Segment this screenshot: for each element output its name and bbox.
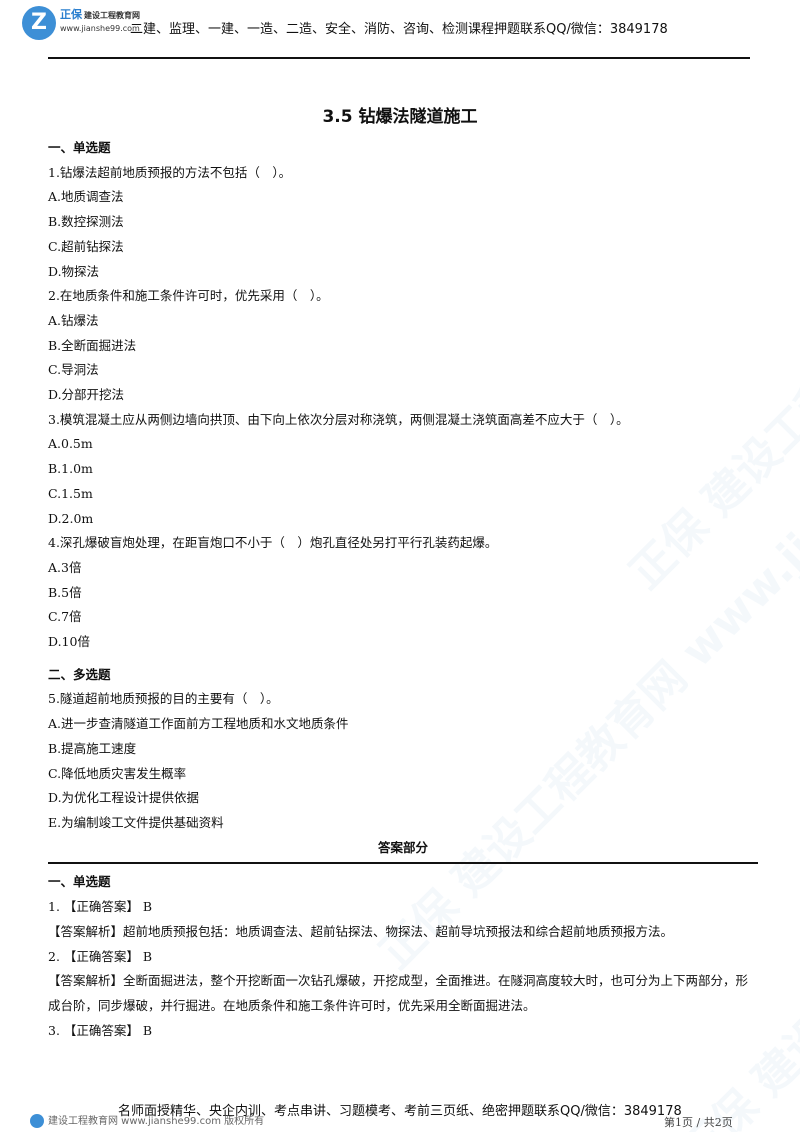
question-line: A.地质调查法 [48,189,124,205]
answers-title: 答案部分 [377,839,428,855]
question-line: C.超前钻探法 [48,238,124,254]
question-line: C.导洞法 [48,362,99,378]
question-line: B.全断面掘进法 [48,337,137,353]
question-line: B.5倍 [48,584,82,600]
question-line: B.提高施工速度 [48,740,137,756]
question-line: B.1.0m [48,461,93,477]
page-header: Z 正保建设工程教育网 www.jianshe99.com 二建、监理、一建、一… [22,4,722,48]
page-number: 第1页 / 共2页 [664,1116,733,1129]
question-line: 4.深孔爆破盲炮处理，在距盲炮口不小于（ ）炮孔直径处另打平行孔装药起爆。 [48,535,498,551]
section-heading: 一、单选题 [48,140,111,155]
question-line: A.3倍 [48,559,82,575]
answer-line: 2. 【正确答案】 B [48,948,153,964]
question-line: A.0.5m [48,436,93,452]
section-heading: 一、单选题 [48,874,111,890]
page-title: 3.5 钻爆法隧道施工 [322,107,478,127]
answers-divider [48,862,758,865]
logo-icon: Z [22,6,56,40]
question-line: 2.在地质条件和施工条件许可时，优先采用（ ）。 [48,288,329,304]
answer-line: 1. 【正确答案】 B [48,899,153,915]
answer-line: 【答案解析】全断面掘进法，整个开挖断面一次钻孔爆破，开挖成型，全面推进。在隧洞高… [48,973,749,1013]
question-line: B.数控探测法 [48,214,124,230]
footer-ad: 名师面授精华、央企内训、考点串讲、习题模考、考前三页纸、绝密押题联系QQ/微信：… [118,1104,682,1119]
question-line: C.1.5m [48,485,93,501]
footer-copyright: 建设工程教育网 www.jianshe99.com 版权所有 [30,1112,264,1128]
question-line: D.为优化工程设计提供依据 [48,790,200,806]
brand: 正保建设工程教育网 [60,8,140,21]
question-line: C.7倍 [48,609,82,625]
question-line: A.进一步查清隧道工作面前方工程地质和水文地质条件 [48,716,349,732]
header-divider [48,57,750,59]
question-line: 3.模筑混凝土应从两侧边墙向拱顶、由下向上依次分层对称浇筑，两侧混凝土浇筑面高差… [48,411,629,427]
header-tagline: 二建、监理、一建、一造、二造、安全、消防、咨询、检测课程押题联系QQ/微信：38… [130,22,668,37]
question-line: 5.隧道超前地质预报的目的主要有（ ）。 [48,691,279,707]
question-line: D.分部开挖法 [48,387,125,403]
question-line: D.10倍 [48,634,90,650]
question-line: D.物探法 [48,263,100,279]
answer-line: 3. 【正确答案】 B [48,1022,153,1038]
section-heading: 二、多选题 [48,666,111,682]
document-body: 一、单选题 1.钻爆法超前地质预报的方法不包括（ ）。 A.地质调查法 B.数控探测法… [48,136,758,1043]
question-line: D.2.0m [48,510,94,526]
question-line: E.为编制竣工文件提供基础资料 [48,814,224,830]
answer-line: 【答案解析】超前地质预报包括：地质调查法、超前钻探法、物探法、超前导坑预报法和综… [48,923,674,939]
brand-url: www.jianshe99.com [60,24,140,33]
logo-icon [30,1114,44,1128]
question-line: C.降低地质灾害发生概率 [48,765,187,781]
question-line: 1.钻爆法超前地质预报的方法不包括（ ）。 [48,164,292,180]
question-line: A.钻爆法 [48,312,99,328]
